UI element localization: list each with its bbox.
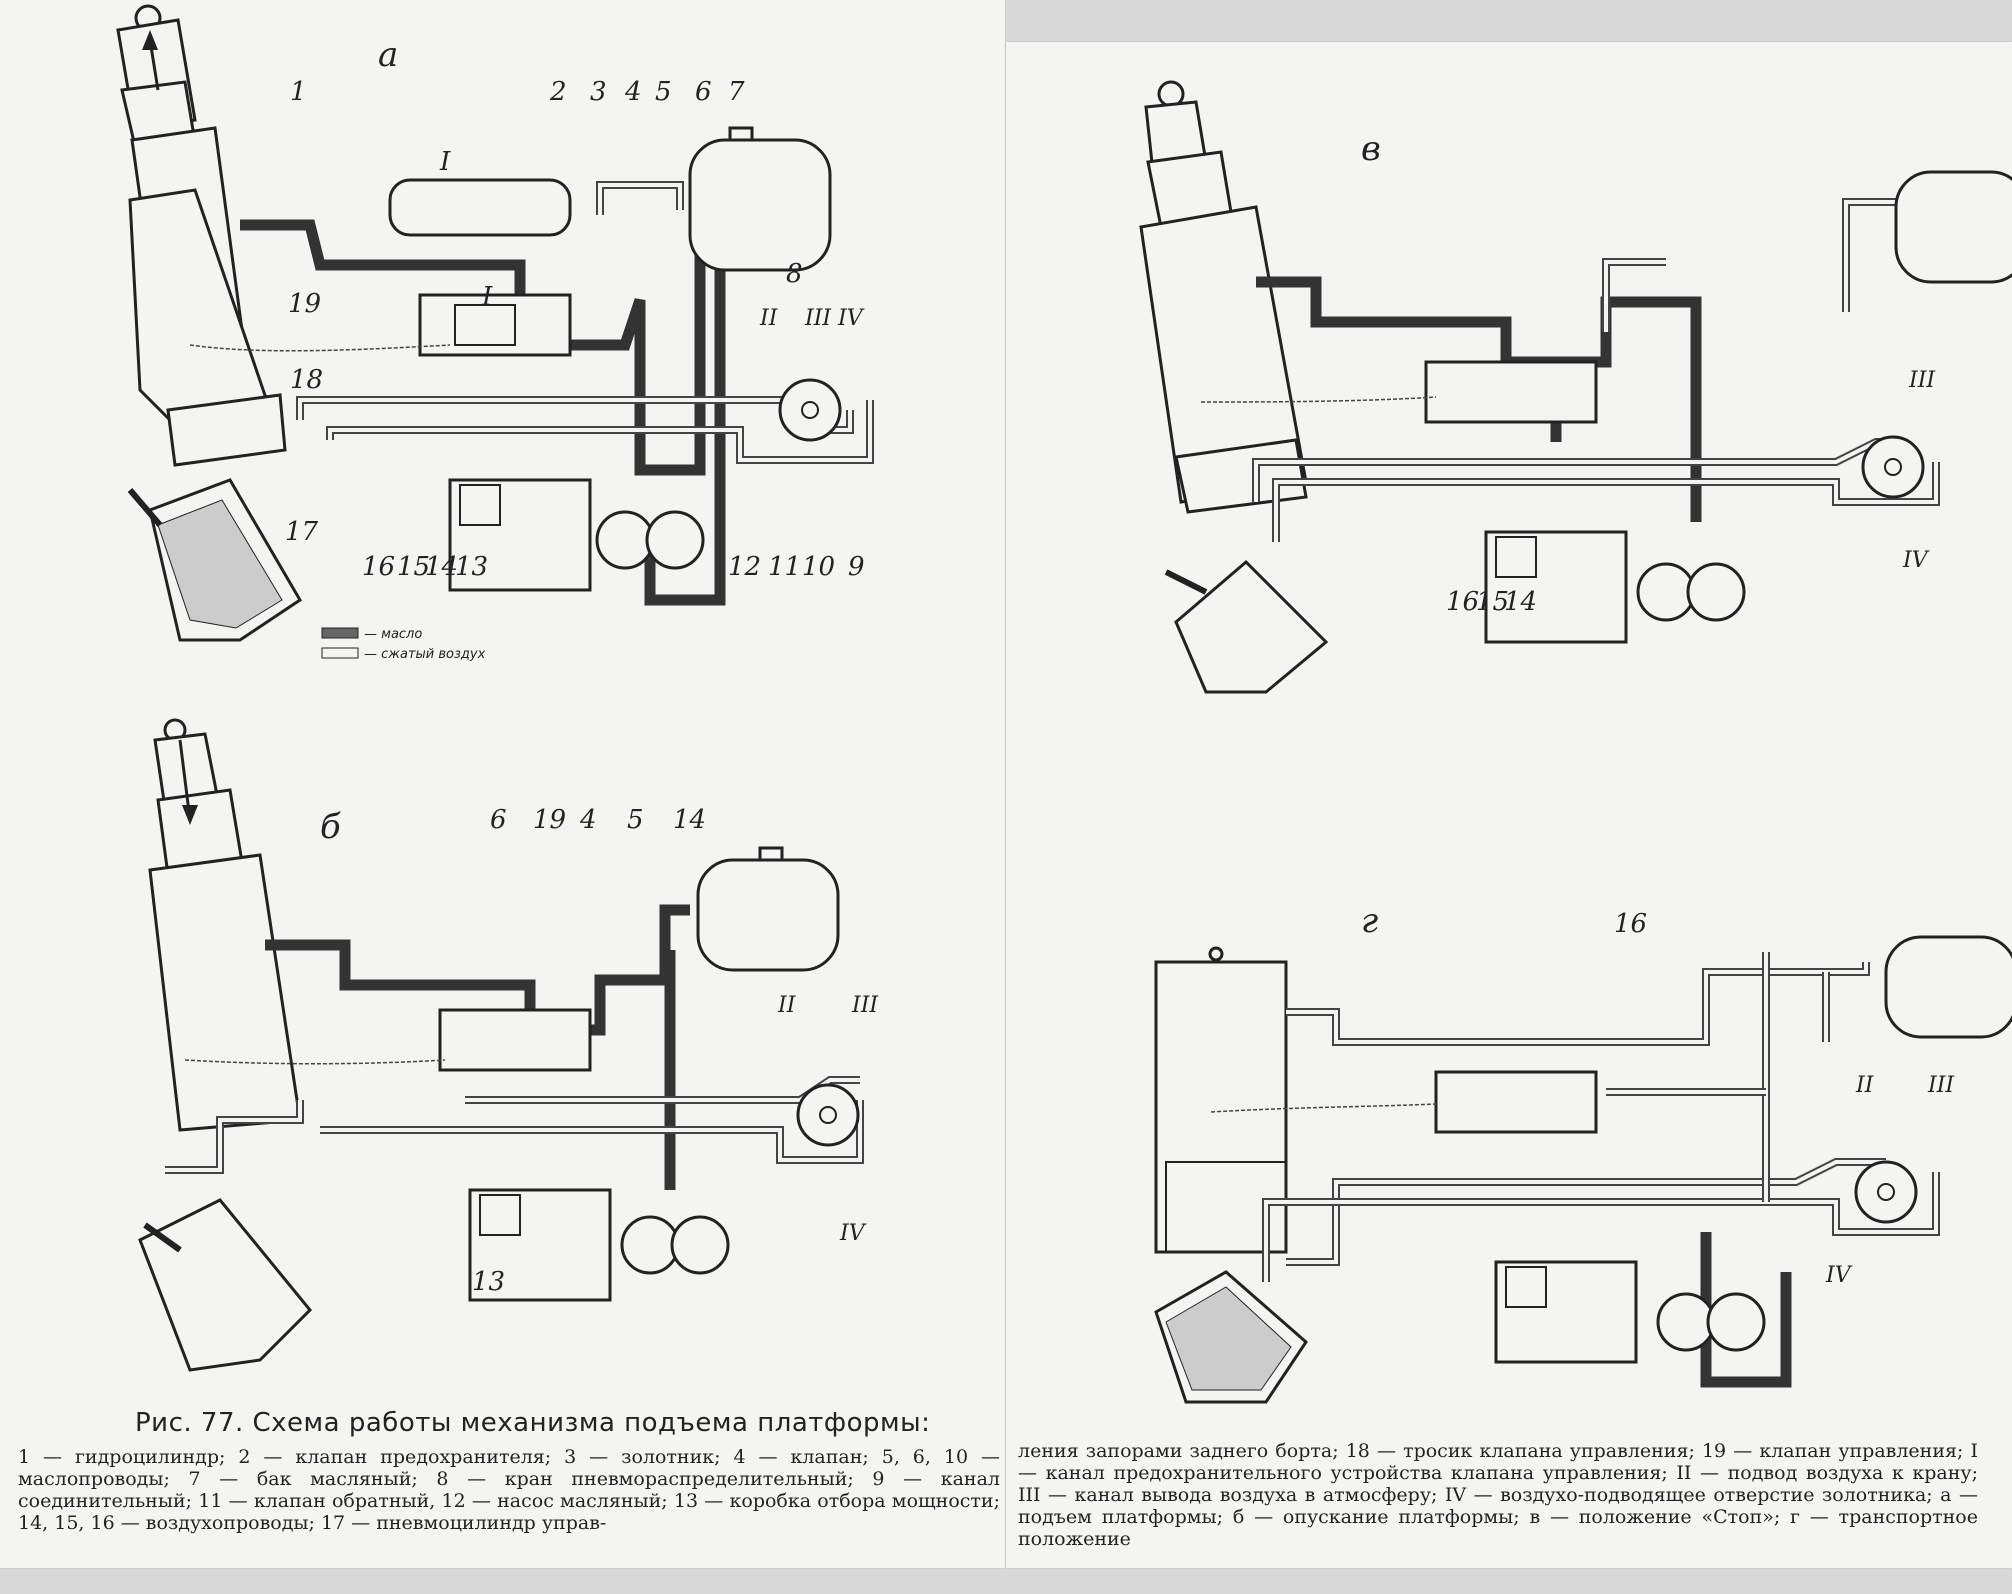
pneumocylinder-a [127,478,303,642]
air-distributor-a [778,378,842,442]
part-label-8: 8 [786,259,803,289]
oil-pump-g [1656,1292,1716,1352]
air-distributor-b [796,1083,860,1147]
pto-box-v [1484,530,1628,644]
control-valve-b [438,1008,592,1072]
channel-label-I-top: I [439,147,451,177]
part-label-9: 9 [848,552,865,582]
g-port-label-IV: IV [1825,1263,1853,1288]
part-label-4: 4 [624,77,642,107]
g-port-label-III: III [1927,1073,1955,1098]
b-label-13: 13 [472,1267,505,1297]
legend-air-label: — сжатый воздух [364,647,486,662]
air-distributor-v [1861,435,1925,499]
part-label-19: 19 [288,289,321,319]
pneumocylinder-g [1154,1270,1308,1404]
part-label-12: 12 [728,552,761,582]
oil-tank-g [1884,935,2012,1039]
hydraulic-cylinder-a [116,4,287,467]
v-port-label-III: III [1908,368,1936,393]
b-label-19: 19 [533,805,566,835]
b-label-5: 5 [627,805,644,835]
channel-label-I-valve: I [481,282,493,312]
part-label-2: 2 [549,77,567,107]
safety-valve-a [388,178,572,237]
position-label-g: г [1361,901,1378,941]
port-label-II: II [759,306,779,331]
diagram-g: г 16 II III IV [1154,901,2012,1404]
pto-box-b [468,1188,612,1302]
v-label-15: 15 [1476,587,1509,617]
legend-air-swatch [321,647,359,659]
part-label-14: 14 [425,552,458,582]
hydraulic-cylinder-b [148,718,302,1132]
port-label-IV: IV [837,306,865,331]
diagram-b: б 6 19 4 5 14 II III IV 13 [138,718,879,1372]
position-label-b: б [320,807,341,847]
g-label-16: 16 [1614,909,1647,939]
figure-caption-left: 1 — гидроцилиндр; 2 — клапан предохранит… [18,1446,1000,1534]
oil-tank-b [696,858,840,972]
b-port-label-III: III [851,993,879,1018]
v-label-14: 14 [1504,587,1537,617]
part-label-10: 10 [802,552,835,582]
oil-tank-v [1894,170,2012,284]
part-label-1: 1 [290,77,307,107]
part-label-18: 18 [290,365,323,395]
air-distributor-g [1854,1160,1918,1224]
figure-title: Рис. 77. Схема работы механизма подъема … [135,1408,931,1438]
oil-tank-a [688,138,832,272]
figure-caption-right: ления запорами заднего борта; 18 — троси… [1018,1440,1978,1550]
pneumocylinder-v [1164,559,1329,694]
part-label-16: 16 [362,552,395,582]
oil-pump-b [620,1215,680,1275]
diagram-v: в III IV 16 15 14 [1139,80,2012,694]
hydraulic-cylinder-v [1139,80,1308,514]
legend-oil-swatch [321,627,359,639]
left-page: а 1 2 3 4 5 6 7 8 19 18 17 I I II III IV… [0,0,1005,1568]
g-port-label-II: II [1855,1073,1875,1098]
v-label-16: 16 [1446,587,1479,617]
part-label-5: 5 [655,77,672,107]
pneumocylinder-b [138,1198,313,1372]
port-label-III: III [804,306,832,331]
part-label-17: 17 [285,517,319,547]
pto-box-a [448,478,592,592]
part-label-15: 15 [397,552,430,582]
control-valve-v [1424,360,1598,424]
b-label-14: 14 [673,805,706,835]
part-label-3: 3 [590,77,607,107]
position-label-v: в [1361,129,1381,169]
v-port-label-IV: IV [1902,548,1930,573]
diagram-a: а 1 2 3 4 5 6 7 8 19 18 17 I I II III IV… [116,4,874,662]
part-label-13: 13 [455,552,488,582]
oil-pump-v [1636,562,1696,622]
legend-oil-label: — масло [364,627,422,642]
b-label-6: 6 [490,805,507,835]
b-port-label-II: II [777,993,797,1018]
position-label-a: а [378,35,398,75]
b-port-label-IV: IV [839,1221,867,1246]
pto-box-g [1494,1260,1638,1364]
b-label-4: 4 [579,805,597,835]
control-valve-g [1434,1070,1598,1134]
right-page: в III IV 16 15 14 [1006,42,2012,1568]
part-label-6: 6 [695,77,712,107]
part-label-7: 7 [728,77,745,107]
part-label-11: 11 [768,552,801,582]
oil-pump-a [595,510,655,570]
